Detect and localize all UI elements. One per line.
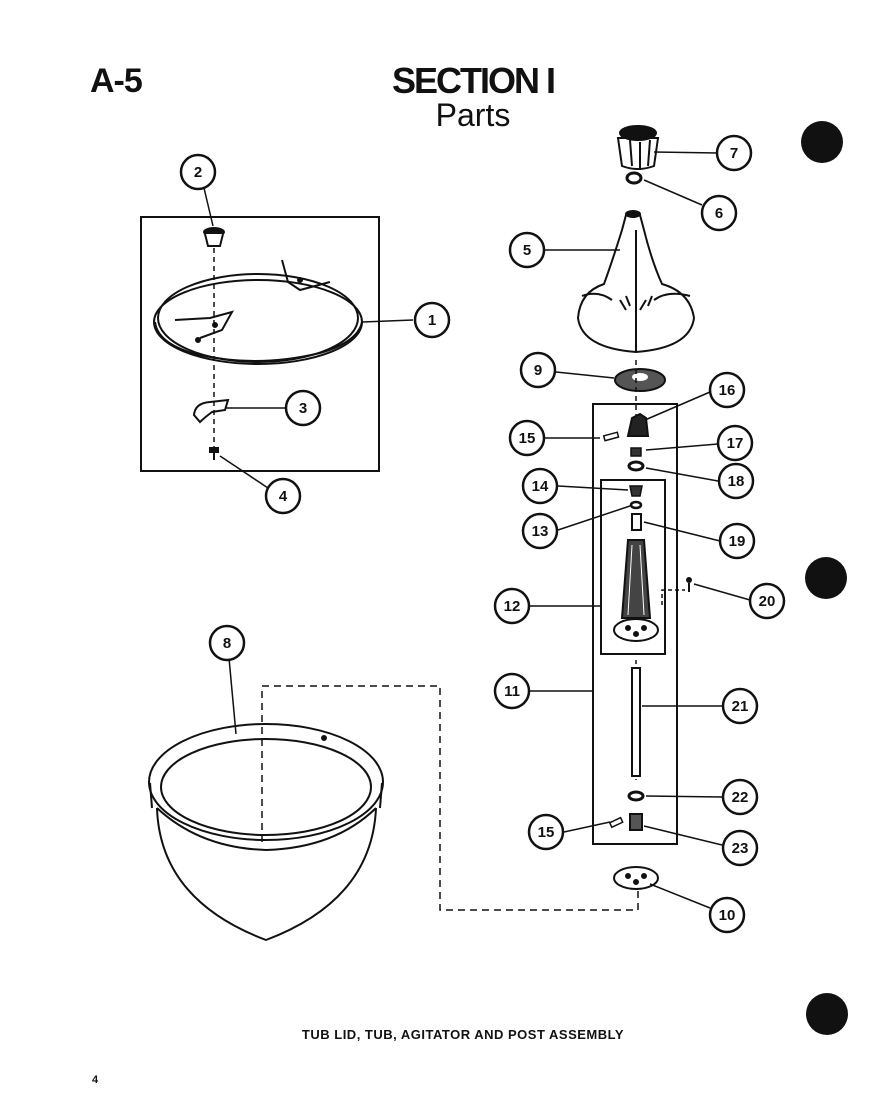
callout-15a: 15 — [519, 430, 536, 447]
agitator-washer — [625, 171, 643, 185]
leader-lines — [203, 151, 751, 909]
callout-12: 12 — [504, 598, 521, 615]
post-assembly-box — [592, 403, 678, 845]
callout-21: 21 — [732, 698, 749, 715]
callout-2: 2 — [194, 164, 202, 181]
bushing-19 — [631, 513, 642, 531]
page-number: 4 — [92, 1074, 99, 1086]
callout-numbers: 2 1 3 4 7 6 5 9 16 15 17 18 14 13 19 12 … — [194, 145, 776, 924]
post-sub-box — [600, 479, 666, 655]
callout-20: 20 — [759, 593, 776, 610]
callout-4: 4 — [279, 488, 288, 505]
callout-5: 5 — [523, 242, 531, 259]
callout-23: 23 — [732, 840, 749, 857]
tub-lid-box — [140, 216, 380, 472]
agitator-post — [613, 539, 659, 642]
lid-knob — [203, 227, 225, 247]
post-base — [613, 866, 659, 890]
washer-18 — [627, 460, 645, 472]
washer-22 — [627, 790, 645, 802]
agitator-cap — [616, 125, 660, 170]
agitator — [576, 210, 696, 354]
callout-18: 18 — [728, 473, 745, 490]
callout-10: 10 — [719, 907, 736, 924]
washer-13 — [629, 500, 643, 510]
screw-20 — [686, 577, 692, 592]
tub-lid — [153, 259, 363, 365]
page-id: A-5 — [90, 62, 143, 100]
figure-caption: TUB LID, TUB, AGITATOR AND POST ASSEMBLY — [301, 1027, 625, 1042]
binder-hole-bottom — [806, 993, 848, 1035]
roll-pin-lower — [608, 816, 624, 829]
callout-16: 16 — [719, 382, 736, 399]
bearing-17 — [630, 447, 642, 457]
section-title: SECTION I — [391, 60, 556, 101]
tub-assembly-line — [261, 685, 639, 911]
callout-17: 17 — [727, 435, 744, 452]
lid-screw — [209, 447, 219, 460]
roll-pin-upper — [602, 431, 620, 442]
callout-14: 14 — [532, 478, 549, 495]
callout-1: 1 — [428, 312, 436, 329]
binder-hole-top — [801, 121, 843, 163]
callout-22: 22 — [732, 789, 749, 806]
callout-8: 8 — [223, 635, 231, 652]
binder-hole-middle — [805, 557, 847, 599]
callout-13: 13 — [532, 523, 549, 540]
callout-11: 11 — [504, 683, 520, 700]
callout-19: 19 — [729, 533, 746, 550]
nut-14 — [629, 485, 643, 497]
bearing-23 — [629, 813, 643, 831]
drive-block — [626, 412, 650, 437]
tub — [148, 723, 384, 942]
callout-circles — [179, 134, 786, 934]
lid-hinge — [192, 398, 230, 424]
shaft-21 — [631, 667, 641, 777]
callout-7: 7 — [730, 145, 738, 162]
callout-6: 6 — [715, 205, 723, 222]
section-subtitle: Parts — [435, 97, 511, 133]
callout-15b: 15 — [538, 824, 555, 841]
callout-3: 3 — [299, 400, 307, 417]
section-heading: SECTION I Parts — [0, 60, 896, 133]
callout-9: 9 — [534, 362, 542, 379]
